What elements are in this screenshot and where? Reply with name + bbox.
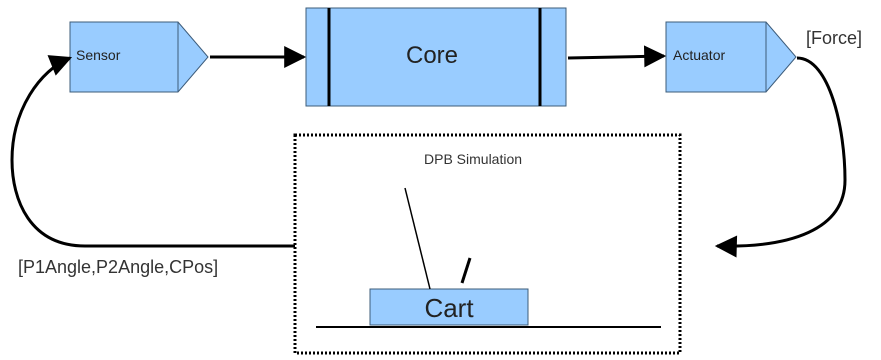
core-to-actuator-arrow — [567, 45, 667, 68]
cart-label: Cart — [424, 293, 474, 323]
core-label: Core — [405, 42, 459, 69]
actuator-block[interactable] — [665, 21, 797, 93]
cart-block[interactable] — [369, 288, 529, 326]
actuator-label: Actuator — [673, 47, 726, 63]
actuator-to-simulation-arrow — [714, 56, 847, 258]
state-signal-label: [P1Angle,P2Angle,CPos] — [18, 257, 219, 277]
sensor-label: Sensor — [76, 47, 121, 63]
core-block[interactable] — [305, 7, 567, 107]
pendulum-rod-1 — [404, 187, 431, 290]
sensor-block[interactable] — [69, 21, 209, 93]
force-signal-label: [Force] — [806, 28, 863, 48]
pendulum-rod-2 — [460, 257, 472, 284]
simulation-title: DPB Simulation — [424, 151, 523, 167]
simulation-to-sensor-arrow — [10, 55, 295, 248]
